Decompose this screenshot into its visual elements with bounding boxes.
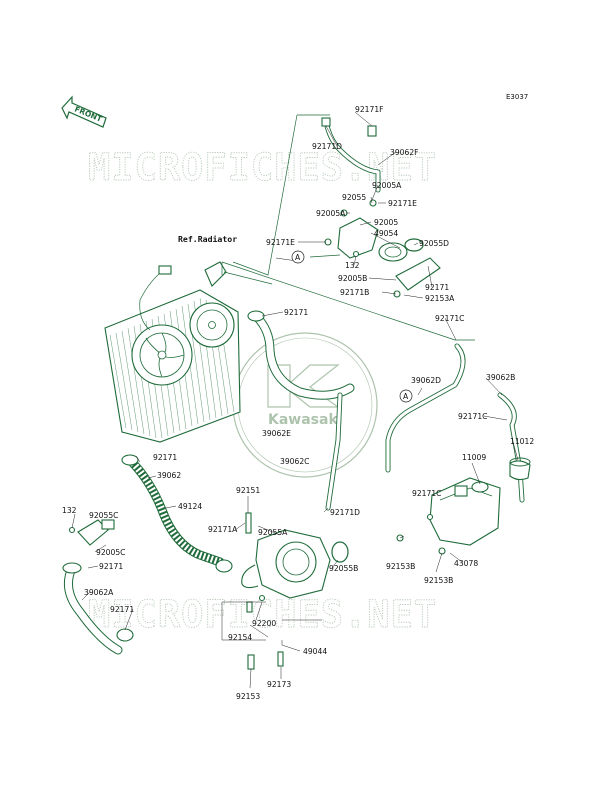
part-label-92171F: 92171F [355,105,384,114]
part-label-92055C: 92055C [89,511,118,520]
part-label-92171E: 92171E [266,238,295,247]
svg-text:A: A [295,253,301,262]
front-arrow-icon: FRONT [61,95,107,128]
part-label-92171C: 92171C [458,412,487,421]
part-label-92153B: 92153B [424,576,453,585]
part-label-92171: 92171 [284,308,308,317]
part-label-92171C: 92171C [435,314,464,323]
part-label-92153B: 92153B [386,562,415,571]
part-label-92171: 92171 [99,562,123,571]
reservoir-tank [396,457,531,555]
part-label-92171A: 92171A [208,525,238,534]
part-label-39062C: 39062C [280,457,309,466]
part-label-92171D: 92171D [330,508,360,517]
logo-text: Kawasaki [268,412,343,428]
diagram-code: E3037 [506,93,528,101]
thermostat-assembly [321,117,441,298]
part-label-92171D: 92171D [312,142,342,151]
part-label-92171: 92171 [153,453,177,462]
part-label-92055: 92055 [342,193,366,202]
leader-lines [71,111,519,689]
hose-39062e [247,310,355,400]
part-label-43078: 43078 [454,559,478,568]
part-label-92171: 92171 [110,605,134,614]
part-label-92005C: 92005C [96,548,125,557]
radiator [104,261,241,443]
part-label-49124: 49124 [178,502,202,511]
hose-49124 [121,454,225,567]
kawasaki-logo: Kawasaki [232,332,378,478]
callout-a-right: A [399,389,413,403]
part-label-39062: 39062 [157,471,181,480]
part-label-39062D: 39062D [411,376,441,385]
part-label-92055B: 92055B [329,564,358,573]
part-label-92005B: 92005B [338,274,367,283]
part-label-39062A: 39062A [84,588,114,597]
hose-39062a [62,562,134,655]
part-label-92173: 92173 [267,680,291,689]
part-label-92171C: 92171C [412,489,441,498]
part-label-92200: 92200 [252,619,276,628]
part-label-132: 132 [62,506,77,515]
part-label-92153A: 92153A [425,294,455,303]
part-label-92153: 92153 [236,692,260,701]
part-label-11009: 11009 [462,453,486,462]
part-label-39062B: 39062B [486,373,515,382]
water-pump [215,512,349,670]
ref-radiator-label: Ref.Radiator [178,234,237,244]
part-label-132: 132 [345,261,360,270]
svg-text:A: A [403,392,409,401]
part-label-92005A: 92005A [372,181,402,190]
part-label-92151: 92151 [236,486,260,495]
part-label-49054: 49054 [374,229,398,238]
fitting-92055c [68,519,115,546]
part-label-92171: 92171 [425,283,449,292]
part-label-92055A: 92055A [258,528,288,537]
part-label-92005: 92005 [374,218,398,227]
part-label-92171E: 92171E [388,199,417,208]
part-labels: 92171F 92171D 39062F 92005A 92055 92171E… [62,105,534,701]
callout-a-left: A [291,250,305,264]
part-label-39062F: 39062F [390,148,419,157]
part-label-11012: 11012 [510,437,534,446]
part-label-92171B: 92171B [340,288,369,297]
part-label-49044: 49044 [303,647,327,656]
part-label-39062E: 39062E [262,429,291,438]
part-label-92154: 92154 [228,633,252,642]
hose-39062d [385,343,525,503]
part-label-92055D: 92055D [419,239,449,248]
part-label-92005A: 92005A [316,209,346,218]
